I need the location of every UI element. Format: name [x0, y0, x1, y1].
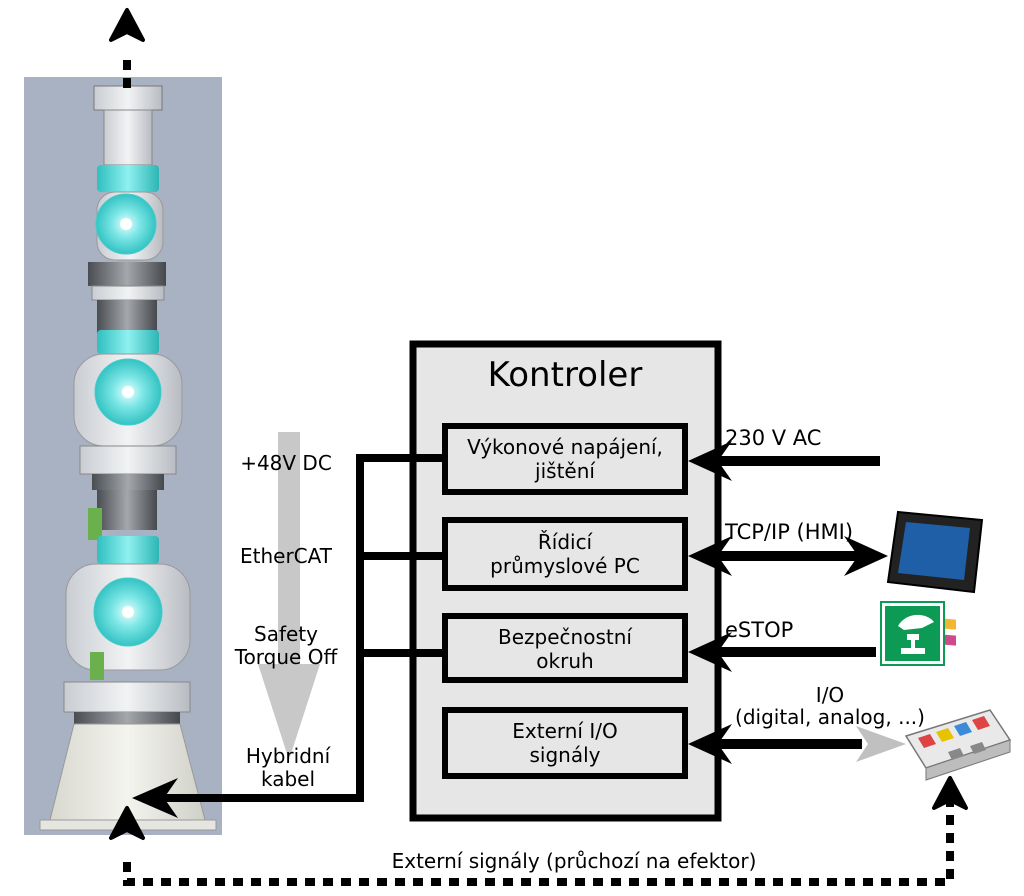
module-power-label-1: Výkonové napájení, — [467, 435, 663, 459]
module-io: Externí I/O signály — [442, 707, 688, 779]
mains-arrowhead — [688, 441, 732, 481]
emergency-stop-sign-icon — [880, 601, 945, 666]
label-io-1: I/O — [816, 683, 844, 707]
module-pc: Řídicí průmyslové PC — [442, 517, 688, 591]
cable-arrowhead-robot — [132, 778, 178, 818]
module-io-label-1: Externí I/O — [512, 719, 617, 743]
hybrid-cable-lines — [150, 454, 445, 802]
passthrough-arrowhead-io — [932, 776, 968, 810]
module-safety: Bezpečnostní okruh — [442, 613, 688, 683]
module-power: Výkonové napájení, jištění — [442, 423, 688, 495]
hmi-arrowhead-left — [688, 536, 732, 576]
estop-arrowhead — [688, 632, 732, 672]
label-safety-2: Torque Off — [234, 645, 339, 669]
label-cable-1: Hybridní — [246, 744, 332, 768]
passthrough-arrowhead-robot — [109, 806, 145, 840]
label-cable-2: kabel — [261, 767, 315, 791]
label-ethercat: EtherCAT — [240, 544, 333, 568]
module-safety-label-1: Bezpečnostní — [498, 625, 633, 649]
passthrough-arrowhead-effector — [109, 8, 145, 42]
label-passthrough: Externí signály (průchozí na efektor) — [392, 849, 757, 873]
hmi-arrowhead-right — [844, 536, 888, 576]
label-safety-1: Safety — [254, 622, 318, 646]
module-safety-label-2: okruh — [536, 649, 593, 673]
label-estop: eSTOP — [725, 618, 793, 642]
io-terminal-block-icon — [904, 709, 1012, 781]
io-arrowhead-right — [856, 726, 906, 762]
module-power-label-2: jištění — [534, 459, 596, 483]
label-hmi: TCP/IP (HMI) — [724, 520, 853, 544]
label-io-2: (digital, analog, ...) — [735, 705, 925, 729]
module-pc-label-1: Řídicí — [538, 530, 594, 554]
module-io-label-2: signály — [530, 743, 601, 767]
label-power: +48V DC — [240, 451, 332, 475]
module-pc-label-2: průmyslové PC — [490, 554, 640, 578]
io-arrowhead-left — [688, 724, 732, 764]
robot-arm-image — [24, 77, 222, 835]
label-mains: 230 V AC — [725, 426, 821, 450]
controller-title: Kontroler — [488, 355, 643, 395]
gray-signal-arrow — [258, 432, 320, 760]
passthrough-dashed-line — [123, 60, 954, 886]
